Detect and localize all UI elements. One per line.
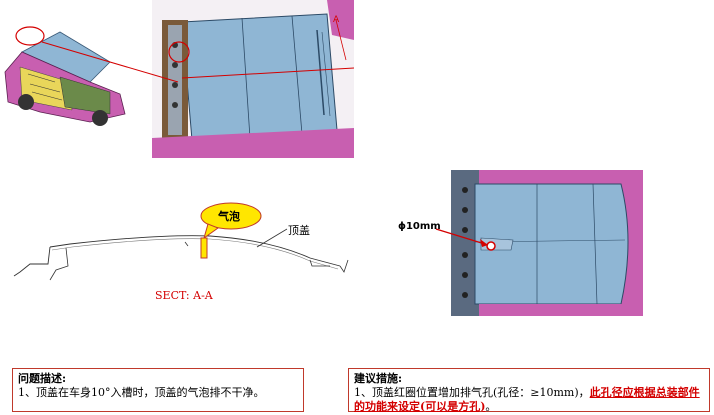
suggestion-title: 建议措施: xyxy=(354,372,403,385)
suggestion-text-end: 。 xyxy=(485,400,497,413)
bubble-callout xyxy=(200,202,262,259)
section-drawing xyxy=(10,200,360,290)
svg-text:A: A xyxy=(333,15,340,25)
section-label: SECT: A-A xyxy=(155,289,213,302)
hole-diameter-label: ϕ10mm xyxy=(398,221,441,232)
hole-arrow xyxy=(435,228,489,247)
view-connector-line: A xyxy=(41,15,347,83)
bubble-label: 气泡 xyxy=(218,210,240,223)
roof-detail-view xyxy=(152,0,354,158)
problem-description-box: 问题描述: 1、顶盖在车身10°入槽时，顶盖的气泡排不干净。 xyxy=(12,368,304,412)
roof-label-pointer xyxy=(256,228,288,248)
problem-title: 问题描述: xyxy=(18,372,67,385)
suggestion-text: 1、顶盖红圈位置增加排气孔(孔径：≥10mm)， xyxy=(354,386,590,399)
suggestion-box: 建议措施: 1、顶盖红圈位置增加排气孔(孔径：≥10mm)，此孔径应根据总装部件… xyxy=(348,368,710,413)
car-body-isometric-view xyxy=(0,22,150,130)
roof-label: 顶盖 xyxy=(288,224,310,237)
problem-text: 1、顶盖在车身10°入槽时，顶盖的气泡排不干净。 xyxy=(18,386,265,399)
suggestion-emphasis: 此孔径应根据总装部件的功能来设定(可以是方孔) xyxy=(354,386,700,413)
